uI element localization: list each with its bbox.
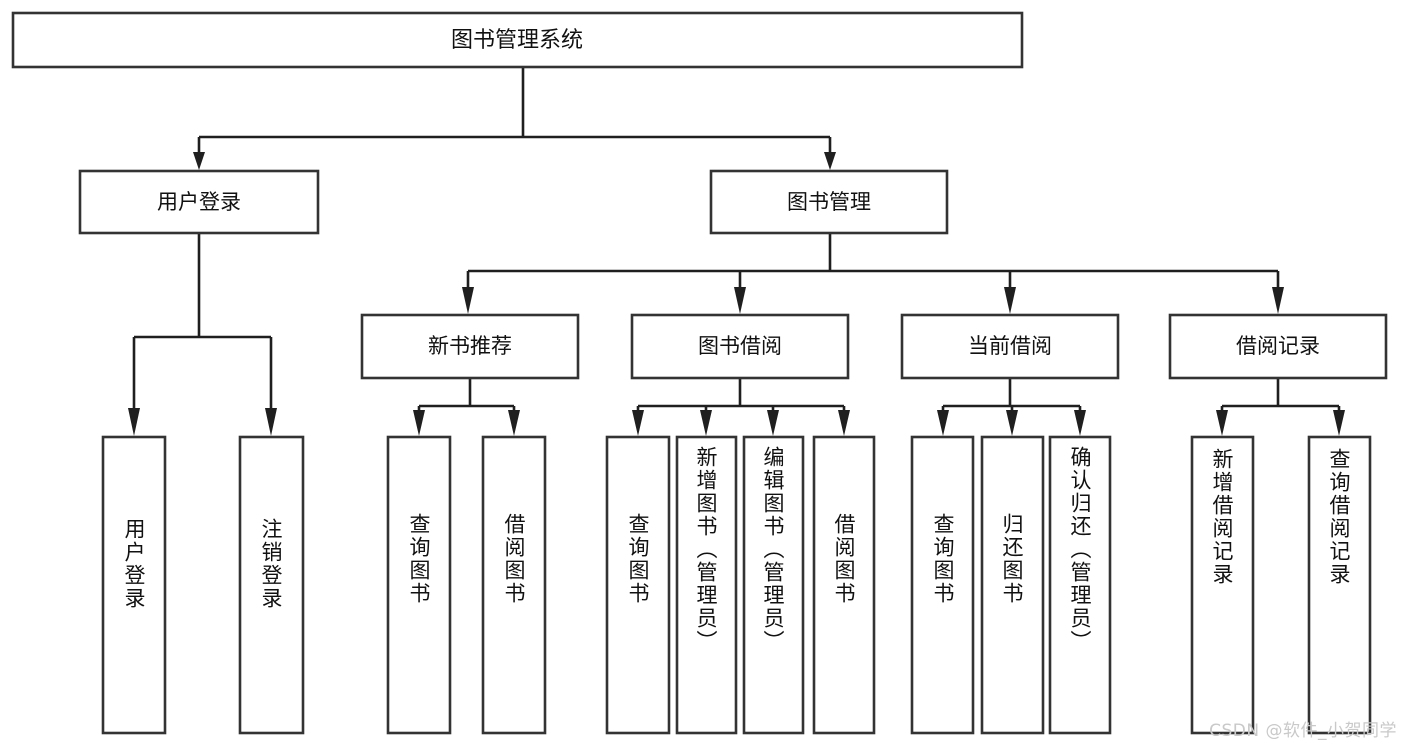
arrowhead-borrow-borrow-book xyxy=(838,410,850,436)
node-user-login[interactable]: 用户登录 xyxy=(78,169,320,235)
arrowhead-borrow-edit-book xyxy=(767,410,779,436)
arrowhead-user-login-login xyxy=(128,408,140,436)
node-new-book-recommend-label: 新书推荐 xyxy=(428,334,512,358)
node-current-borrow[interactable]: 当前借阅 xyxy=(900,313,1120,380)
node-recommend-query-book[interactable] xyxy=(386,435,452,735)
node-user-login-login[interactable] xyxy=(101,435,167,735)
arrowhead-current-confirm-return xyxy=(1074,410,1086,436)
node-borrow-edit-book[interactable] xyxy=(742,435,805,735)
nodes: 图书管理系统 用户登录 图书管理 新书推荐 图书借阅 当前 xyxy=(11,11,1388,735)
arrowhead-borrow-add-book xyxy=(700,410,712,436)
node-borrow-add-book[interactable] xyxy=(675,435,738,735)
node-user-login-label: 用户登录 xyxy=(157,190,241,214)
arrowhead-user-login xyxy=(193,152,205,170)
arrowhead-records-query-record xyxy=(1333,410,1345,436)
arrowhead-book-borrow xyxy=(734,287,746,314)
arrowhead-new-book-recommend xyxy=(462,287,474,314)
node-records-query-record[interactable] xyxy=(1307,435,1372,735)
node-book-borrow[interactable]: 图书借阅 xyxy=(630,313,850,380)
node-current-borrow-label: 当前借阅 xyxy=(968,334,1052,358)
node-current-confirm-return[interactable] xyxy=(1048,435,1112,735)
arrowhead-current-borrow xyxy=(1004,287,1016,314)
arrowhead-recommend-borrow-book xyxy=(508,410,520,436)
node-borrow-query-book[interactable] xyxy=(605,435,671,735)
node-book-management-label: 图书管理 xyxy=(787,190,871,214)
arrowhead-current-return-book xyxy=(1006,410,1018,436)
node-borrow-borrow-book[interactable] xyxy=(812,435,876,735)
node-new-book-recommend[interactable]: 新书推荐 xyxy=(360,313,580,380)
csdn-watermark: CSDN @软件_小贺同学 xyxy=(1209,721,1397,741)
node-current-query-book[interactable] xyxy=(910,435,975,735)
node-book-management[interactable]: 图书管理 xyxy=(709,169,949,235)
node-current-return-book[interactable] xyxy=(980,435,1045,735)
arrowhead-book-management xyxy=(824,152,836,170)
node-book-borrow-label: 图书借阅 xyxy=(698,334,782,358)
arrowhead-current-query-book xyxy=(937,410,949,436)
node-borrow-records-label: 借阅记录 xyxy=(1236,334,1320,358)
arrowhead-borrow-records xyxy=(1272,287,1284,314)
node-records-add-record[interactable] xyxy=(1190,435,1255,735)
node-root-label: 图书管理系统 xyxy=(451,28,583,53)
node-root[interactable]: 图书管理系统 xyxy=(11,11,1024,69)
arrowhead-user-login-logout xyxy=(265,408,277,436)
arrowhead-recommend-query-book xyxy=(413,410,425,436)
node-recommend-borrow-book[interactable] xyxy=(481,435,547,735)
node-user-login-logout[interactable] xyxy=(238,435,305,735)
arrowhead-records-add-record xyxy=(1216,410,1228,436)
connectors xyxy=(128,67,1345,436)
arrowhead-borrow-query-book xyxy=(632,410,644,436)
node-borrow-records[interactable]: 借阅记录 xyxy=(1168,313,1388,380)
